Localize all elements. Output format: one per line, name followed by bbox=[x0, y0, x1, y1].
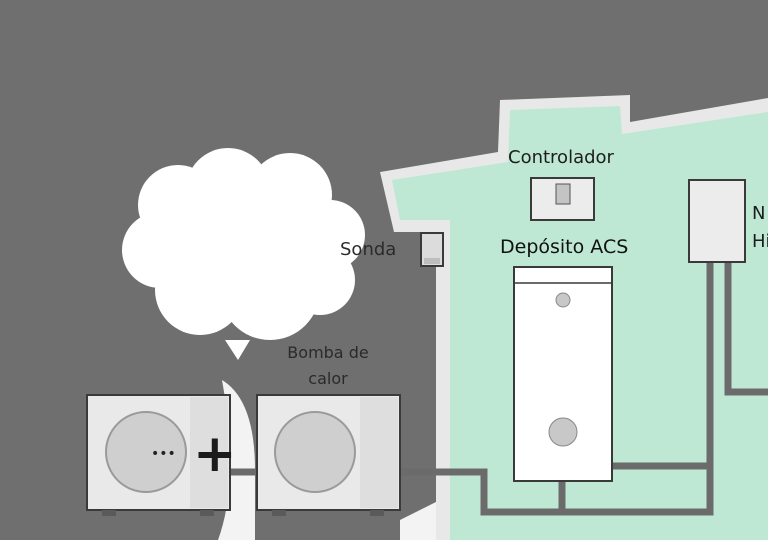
cloud-shape bbox=[122, 148, 365, 360]
hydro-module bbox=[688, 179, 746, 263]
plus-symbol: + bbox=[193, 424, 237, 484]
hydro-label-line1: N bbox=[752, 203, 766, 224]
controlador-label: Controlador bbox=[508, 147, 614, 168]
deposito-acs-label: Depósito ACS bbox=[500, 236, 629, 258]
hydro-module-label: N Hi bbox=[752, 200, 768, 256]
bomba-de-calor-label: Bomba de calor bbox=[272, 340, 384, 392]
ellipsis-symbol: ••• bbox=[151, 446, 176, 462]
deposito-tank bbox=[513, 266, 613, 482]
sonda-label: Sonda bbox=[340, 239, 397, 260]
hydro-label-line2: Hi bbox=[752, 231, 768, 252]
pipes bbox=[230, 258, 768, 516]
bomba-label-line1: Bomba de bbox=[287, 343, 369, 362]
sonda-sensor bbox=[420, 232, 444, 267]
bomba-label-line2: calor bbox=[308, 369, 348, 388]
heat-pump-unit-left bbox=[86, 394, 231, 516]
ground-strip bbox=[218, 380, 255, 540]
ground-right bbox=[400, 500, 440, 540]
heat-pump-unit-right bbox=[256, 394, 401, 516]
controlador-box bbox=[530, 177, 595, 221]
